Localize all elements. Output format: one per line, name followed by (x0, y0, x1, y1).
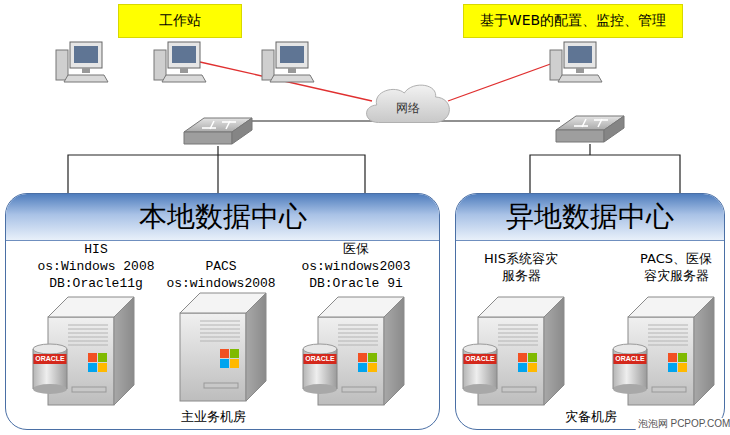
server-label: PACS (166, 258, 275, 275)
data-center-panel: 本地数据中心主业务机房 HISos:Windows 2008DB:Oracle11… (5, 193, 440, 430)
workstation-icon (550, 42, 602, 82)
server-label: PACS、医保 容灾服务器 (628, 250, 724, 284)
server-icon (180, 293, 266, 401)
server-icon (613, 297, 714, 405)
logo-text: ORACLE (35, 354, 65, 364)
data-center-panel: 异地数据中心灾备机房 HIS系统容灾 服务器 PACS、医保 容灾服务器 (455, 193, 725, 430)
network-wire (217, 155, 218, 193)
network-wire (217, 146, 218, 155)
server-icon (463, 297, 564, 405)
server-label: DB:Oracle11g (37, 275, 154, 292)
panel-title: 本地数据中心 (6, 194, 439, 240)
server-box: PACSos:windows2008 (166, 258, 275, 292)
server-label: 医保 (301, 241, 410, 258)
workstation-icon (262, 42, 314, 82)
room-label: 主业务机房 (179, 408, 248, 426)
server-label: HIS系统容灾 服务器 (471, 250, 571, 284)
server-label: DB:Oracle 9i (301, 275, 410, 292)
watermark: 泡泡网 PCPOP.COM (636, 418, 730, 430)
server-box: 医保os:windows2003DB:Oracle 9i (301, 241, 410, 292)
node-label: 网络 (396, 94, 420, 117)
workstation-icon (154, 42, 206, 82)
network-wire (589, 144, 590, 155)
switch-icon (184, 118, 252, 144)
node-label: 工作站 (159, 12, 201, 30)
network-wire (530, 155, 680, 193)
server-icon (33, 297, 134, 405)
server-label: os:windows2003 (301, 258, 410, 275)
network-cloud: 网络 (362, 80, 454, 130)
node-label: 基于WEB的配置、监控、管理 (480, 12, 666, 30)
server-icon (303, 297, 404, 405)
server-box: PACS、医保 容灾服务器 (628, 250, 724, 284)
logo-text: ORACLE (615, 354, 645, 364)
switch-icon (556, 116, 624, 142)
server-box: HIS系统容灾 服务器 (471, 250, 571, 284)
server-label: os:windows2008 (166, 275, 275, 292)
server-label: HIS (37, 241, 154, 258)
network-wire (448, 62, 556, 101)
server-box: HISos:Windows 2008DB:Oracle11g (37, 241, 154, 292)
caption-tag: 工作站 (118, 4, 242, 38)
network-wire (68, 155, 365, 193)
panel-title: 异地数据中心 (456, 194, 724, 240)
logo-text: ORACLE (305, 354, 335, 364)
logo-text: ORACLE (465, 354, 495, 364)
workstation-icon (56, 42, 108, 82)
caption-tag: 基于WEB的配置、监控、管理 (463, 4, 683, 38)
room-label: 灾备机房 (563, 408, 619, 426)
server-label: os:Windows 2008 (37, 258, 154, 275)
